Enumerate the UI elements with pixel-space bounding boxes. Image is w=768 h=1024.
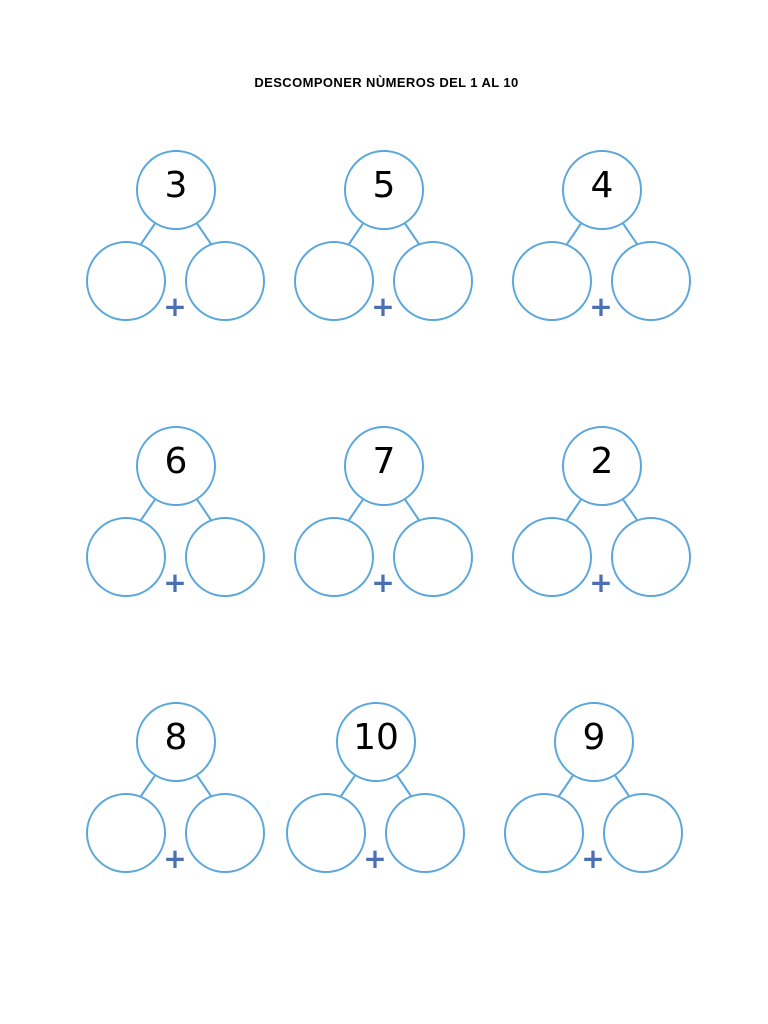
- plus-sign: +: [589, 290, 613, 323]
- connector-line-right: [621, 497, 638, 521]
- right-part-circle[interactable]: [611, 517, 691, 597]
- connector-line-right: [403, 221, 420, 245]
- plus-sign: +: [163, 290, 187, 323]
- connector-line-right: [403, 497, 420, 521]
- number-bond-diagram: [504, 702, 683, 873]
- connector-line-left: [140, 773, 157, 797]
- plus-sign: +: [371, 290, 395, 323]
- number-bond: 9+: [504, 700, 684, 890]
- number-bond-diagram: [294, 426, 473, 597]
- right-part-circle[interactable]: [611, 241, 691, 321]
- connector-line-left: [140, 497, 157, 521]
- number-bond: 6+: [86, 424, 266, 614]
- left-part-circle[interactable]: [286, 793, 366, 873]
- total-circle: [136, 150, 216, 230]
- connector-line-right: [613, 773, 630, 797]
- bond-total-number: 8: [164, 717, 188, 758]
- connector-line-right: [195, 773, 212, 797]
- number-bond: 5+: [294, 148, 474, 338]
- left-part-circle[interactable]: [504, 793, 584, 873]
- total-circle: [554, 702, 634, 782]
- number-bond: 4+: [512, 148, 692, 338]
- bond-total-number: 7: [372, 441, 396, 482]
- plus-sign: +: [371, 566, 395, 599]
- number-bond-diagram: [512, 426, 691, 597]
- left-part-circle[interactable]: [512, 241, 592, 321]
- right-part-circle[interactable]: [185, 517, 265, 597]
- plus-sign: +: [163, 566, 187, 599]
- left-part-circle[interactable]: [86, 517, 166, 597]
- number-bond: 7+: [294, 424, 474, 614]
- connector-line-left: [558, 773, 575, 797]
- left-part-circle[interactable]: [512, 517, 592, 597]
- total-circle: [344, 150, 424, 230]
- right-part-circle[interactable]: [185, 241, 265, 321]
- total-circle: [562, 426, 642, 506]
- connector-line-left: [140, 221, 157, 245]
- right-part-circle[interactable]: [393, 517, 473, 597]
- number-bond-diagram: [86, 150, 265, 321]
- worksheet-title: DESCOMPONER NÙMEROS DEL 1 AL 10: [254, 75, 519, 90]
- number-bond-diagram: [512, 150, 691, 321]
- number-bond-diagram: [294, 150, 473, 321]
- number-bond-diagram: [286, 702, 465, 873]
- bond-total-number: 4: [590, 165, 614, 206]
- bond-total-number: 3: [164, 165, 188, 206]
- plus-sign: +: [363, 842, 387, 875]
- bond-total-number: 5: [372, 165, 396, 206]
- connector-line-right: [195, 497, 212, 521]
- total-circle: [136, 426, 216, 506]
- connector-line-left: [340, 773, 357, 797]
- number-bond: 2+: [512, 424, 692, 614]
- bond-total-number: 6: [164, 441, 188, 482]
- number-bond: 3+: [86, 148, 266, 338]
- right-part-circle[interactable]: [185, 793, 265, 873]
- right-part-circle[interactable]: [603, 793, 683, 873]
- connector-line-right: [621, 221, 638, 245]
- connector-line-right: [395, 773, 412, 797]
- plus-sign: +: [581, 842, 605, 875]
- bond-total-number: 9: [582, 717, 606, 758]
- number-bond: 8+: [86, 700, 266, 890]
- number-bond-diagram: [86, 702, 265, 873]
- connector-line-right: [195, 221, 212, 245]
- plus-sign: +: [163, 842, 187, 875]
- right-part-circle[interactable]: [393, 241, 473, 321]
- total-circle: [562, 150, 642, 230]
- bond-total-number: 10: [353, 717, 399, 758]
- bond-total-number: 2: [590, 441, 614, 482]
- left-part-circle[interactable]: [294, 241, 374, 321]
- total-circle: [136, 702, 216, 782]
- plus-sign: +: [589, 566, 613, 599]
- right-part-circle[interactable]: [385, 793, 465, 873]
- left-part-circle[interactable]: [294, 517, 374, 597]
- number-bond-diagram: [86, 426, 265, 597]
- connector-line-left: [348, 221, 365, 245]
- connector-line-left: [566, 497, 583, 521]
- total-circle: [336, 702, 416, 782]
- total-circle: [344, 426, 424, 506]
- left-part-circle[interactable]: [86, 793, 166, 873]
- left-part-circle[interactable]: [86, 241, 166, 321]
- connector-line-left: [348, 497, 365, 521]
- connector-line-left: [566, 221, 583, 245]
- number-bond: 10 +: [286, 700, 466, 890]
